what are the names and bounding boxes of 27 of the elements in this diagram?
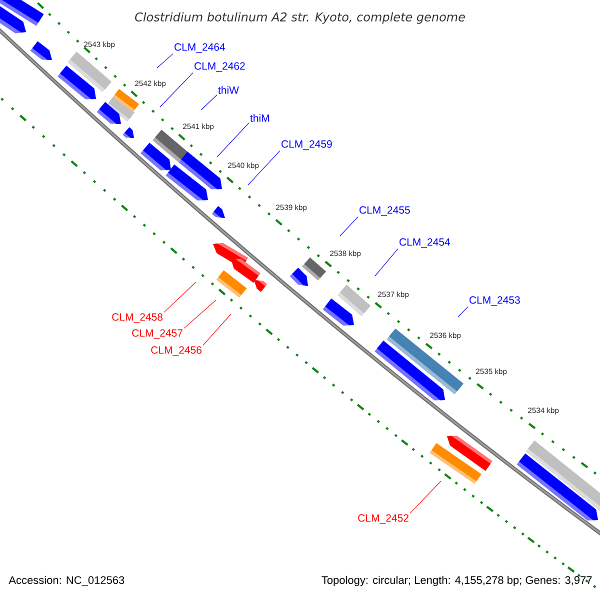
gene-label: CLM_2455 xyxy=(360,206,410,216)
gene-label: CLM_2456 xyxy=(151,346,202,356)
leader-line xyxy=(184,300,216,329)
gene-label: thiW xyxy=(218,86,239,94)
title: Clostridium botulinum A2 str. Kyoto, complete genome xyxy=(135,12,465,24)
gene-label: CLM_2457 xyxy=(132,329,182,339)
gene-label: CLM_2459 xyxy=(282,140,332,150)
gene-label: CLM_2454 xyxy=(400,238,450,248)
leader-line xyxy=(202,314,232,346)
gene-label: thiM xyxy=(250,114,269,122)
leader-line xyxy=(160,72,194,108)
gene-label: CLM_2453 xyxy=(470,296,520,306)
leader-line xyxy=(410,480,442,514)
gene-label: CLM_2464 xyxy=(174,43,226,53)
footer-text: Accession: NC_012563 xyxy=(8,576,124,586)
leader-line xyxy=(248,150,280,186)
gene-label: CLM_2462 xyxy=(194,62,245,72)
leader-line xyxy=(164,282,196,313)
gene-label: CLM_2452 xyxy=(358,514,408,524)
leader-line xyxy=(458,306,468,318)
leader-line xyxy=(340,216,358,236)
leader-line xyxy=(374,248,398,276)
footer-text: Topology: circular; Length: 4,155,278 bp; Genes: 3,977 xyxy=(322,576,592,586)
leader-line xyxy=(200,94,218,110)
leader-line xyxy=(216,122,250,158)
leader-line xyxy=(156,53,174,68)
gene-label: CLM_2458 xyxy=(112,313,163,323)
